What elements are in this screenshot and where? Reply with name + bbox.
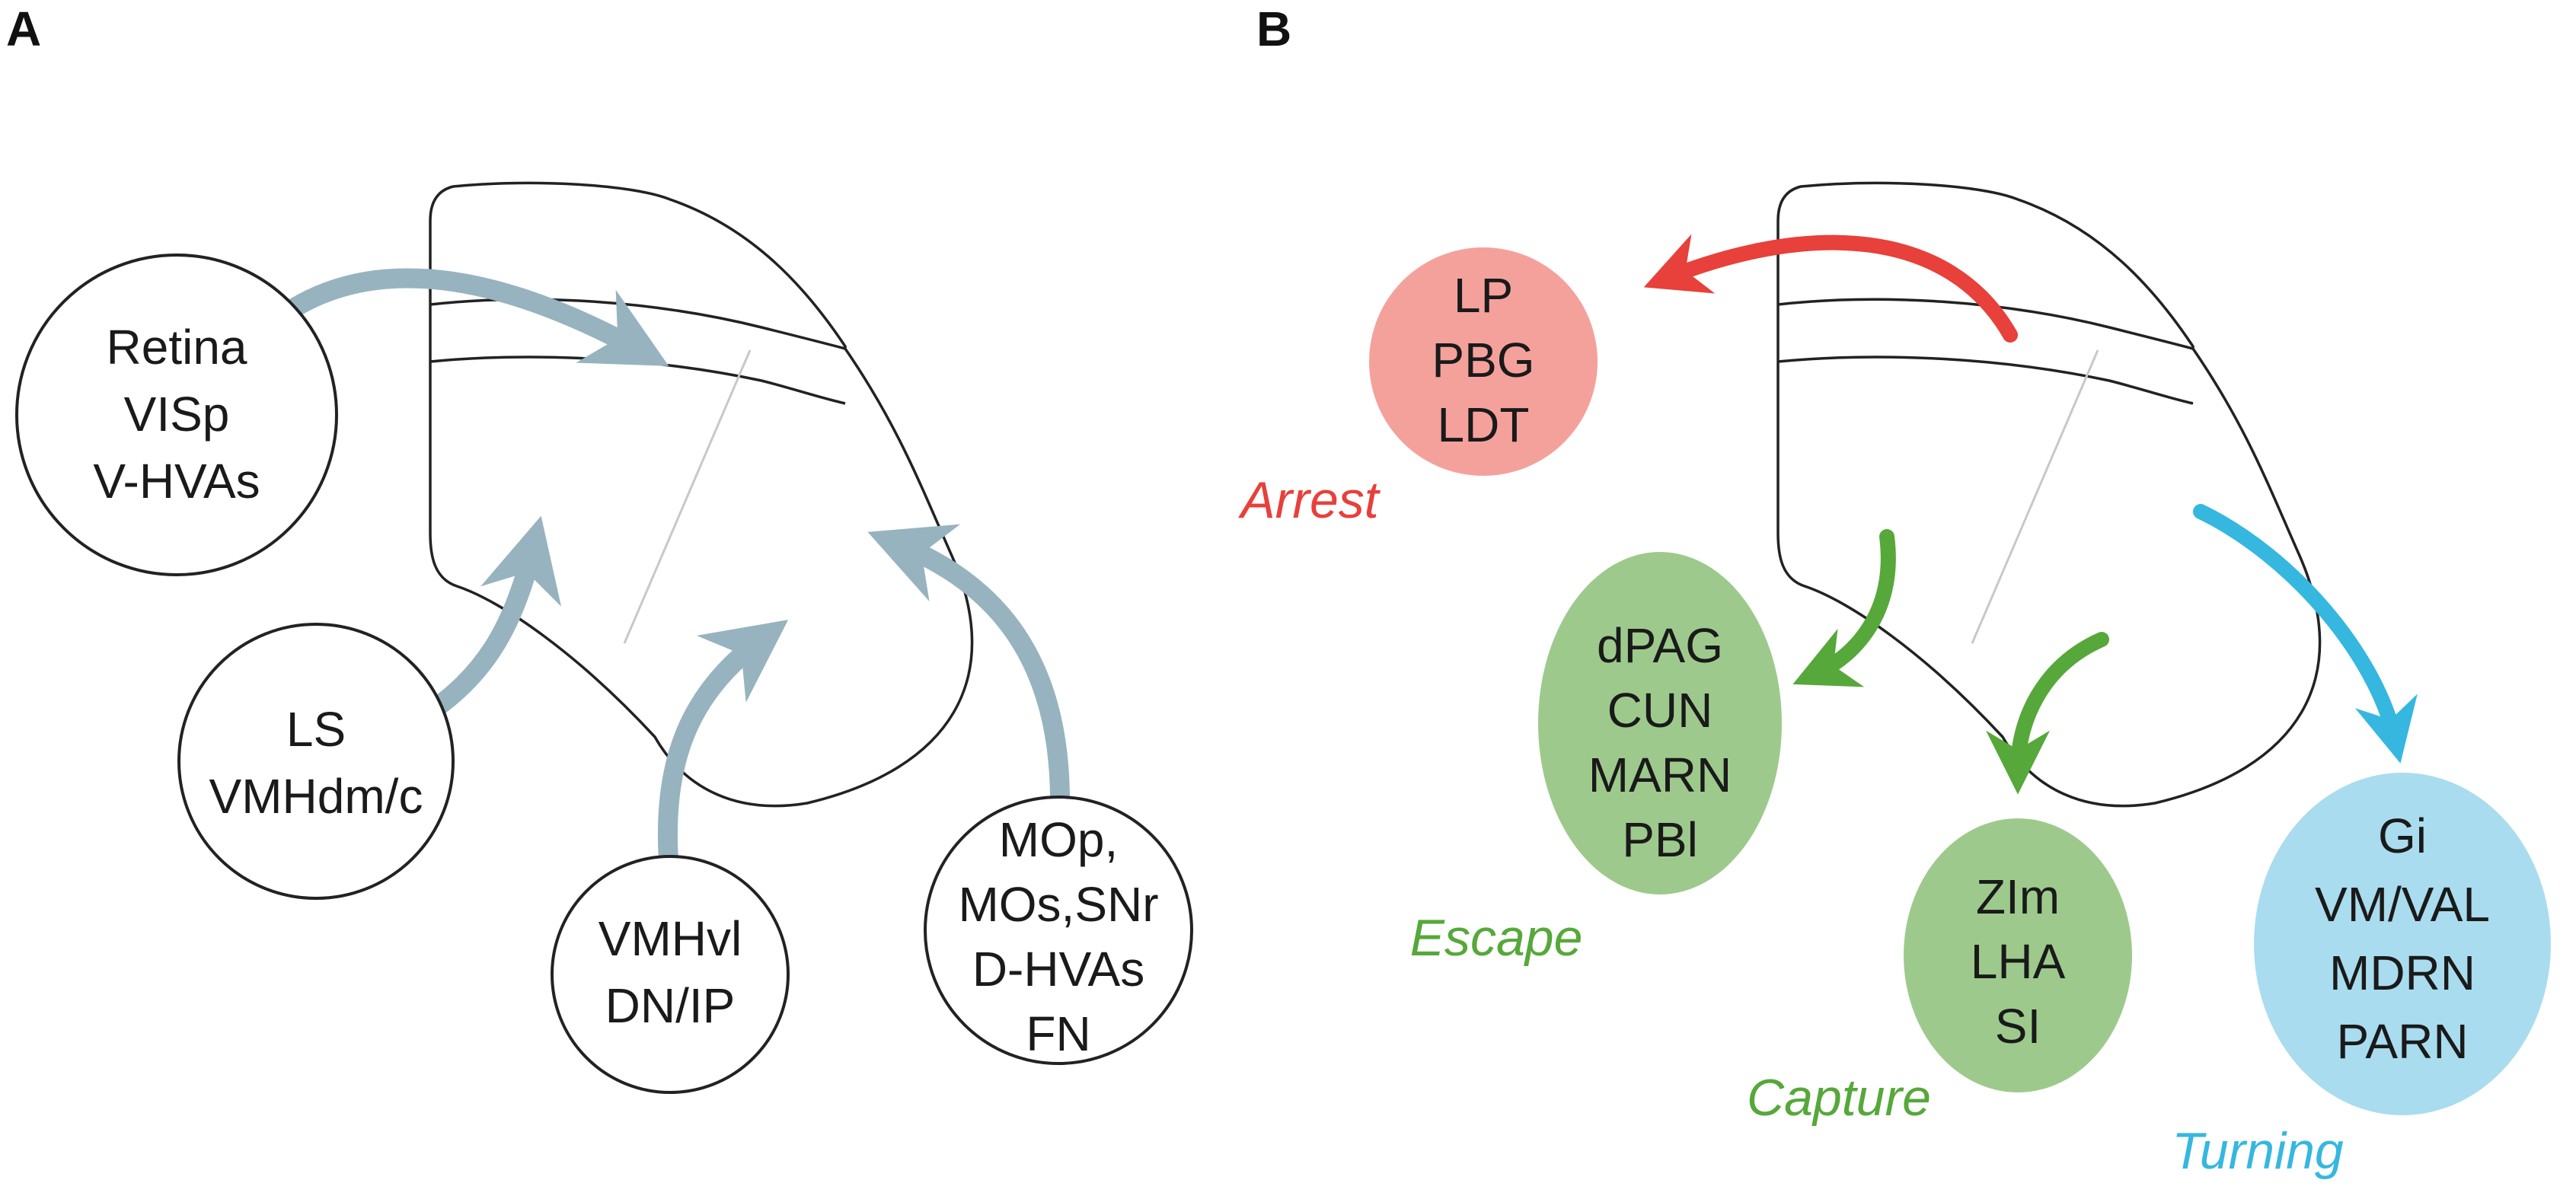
node-label: PARN	[2336, 1014, 2468, 1069]
node-label: CUN	[1607, 683, 1713, 738]
node-label: Retina	[107, 320, 247, 375]
colliculus-outline-b	[1776, 181, 2322, 808]
node-label: VM/VAL	[2315, 877, 2490, 932]
node-label: Gi	[2378, 808, 2427, 863]
turning-arrow	[2193, 504, 2418, 764]
input-node-vmhvl: VMHvl DN/IP	[551, 855, 790, 1094]
node-label: MARN	[1588, 748, 1732, 802]
output-node-escape: dPAG CUN MARN PBl	[1538, 552, 1782, 894]
panel-a: Retina VISp V-HVAs LS VMHdm/c VMHvl DN/I…	[15, 181, 1193, 1094]
node-label: PBG	[1432, 333, 1534, 387]
behavior-label-capture: Capture	[1747, 1069, 1931, 1127]
capture-arrow	[1986, 632, 2109, 795]
node-label: dPAG	[1597, 618, 1723, 673]
input-arrow-4	[867, 524, 1070, 805]
node-label: DN/IP	[605, 978, 736, 1033]
node-label: LHA	[1971, 934, 2066, 989]
input-arrow-2	[428, 515, 562, 716]
panel-b: LP PBG LDT Arrest dPAG CUN MARN PBl Esca…	[1237, 181, 2551, 1180]
behavior-label-escape: Escape	[1410, 909, 1583, 967]
node-label: SI	[1995, 999, 2041, 1054]
node-label: ZIm	[1976, 869, 2060, 924]
input-arrow-1	[272, 268, 669, 366]
panel-label-a: A	[6, 2, 41, 56]
node-label: VMHdm/c	[209, 769, 423, 824]
behavior-label-turning: Turning	[2172, 1122, 2344, 1180]
node-label: V-HVAs	[93, 454, 260, 509]
node-label: VISp	[124, 387, 230, 442]
behavior-label-arrest: Arrest	[1237, 471, 1381, 529]
node-label: PBl	[1622, 812, 1698, 867]
input-node-retina: Retina VISp V-HVAs	[15, 254, 338, 576]
input-arrow-3	[657, 620, 789, 870]
node-label: VMHvl	[599, 911, 742, 966]
input-node-mop: MOp, MOs,SNr D-HVAs FN	[924, 796, 1193, 1065]
node-label: LS	[286, 702, 346, 757]
node-label: MOp,	[999, 812, 1118, 867]
node-label: LDT	[1438, 397, 1530, 452]
node-label: MDRN	[2329, 945, 2475, 1000]
escape-arrow	[1792, 529, 1896, 687]
arrest-arrow	[1643, 234, 2018, 343]
output-node-arrest: LP PBG LDT	[1369, 247, 1598, 476]
output-node-capture: ZIm LHA SI	[1904, 818, 2132, 1092]
node-label: MOs,SNr	[958, 877, 1158, 932]
input-node-ls: LS VMHdm/c	[177, 623, 455, 900]
node-label: FN	[1026, 1006, 1090, 1061]
node-label: LP	[1454, 268, 1513, 323]
node-label: D-HVAs	[972, 942, 1144, 997]
panel-label-b: B	[1256, 2, 1291, 56]
output-node-turning: Gi VM/VAL MDRN PARN	[2254, 773, 2551, 1115]
